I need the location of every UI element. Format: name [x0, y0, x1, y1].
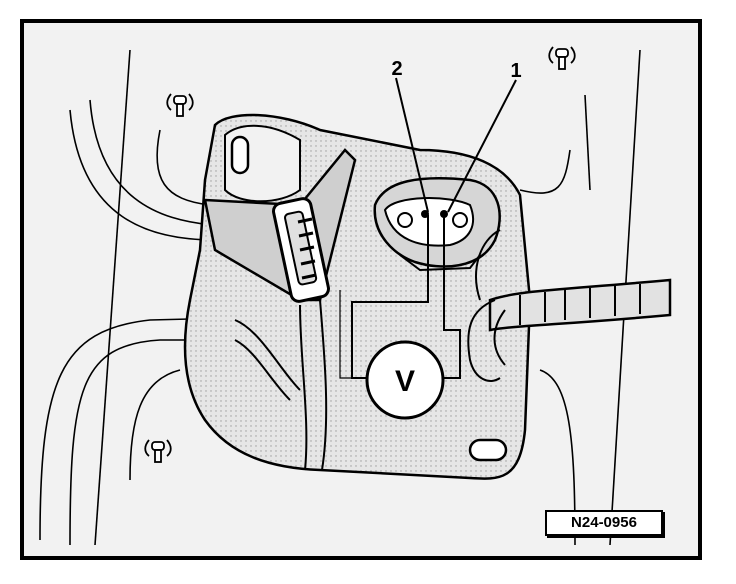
voltmeter-label: V: [395, 365, 415, 398]
screw-icon: [144, 46, 576, 463]
callout-2: 2: [391, 58, 402, 80]
body-panel-lines: [39, 49, 641, 546]
figure-reference-code: N24-0956: [545, 510, 663, 536]
connector-housing: [203, 148, 357, 303]
callout-1: 1: [510, 60, 521, 82]
wiring-harness-left: [234, 299, 328, 471]
sensor-assembly: [373, 177, 501, 272]
test-leads: [339, 215, 461, 379]
voltmeter-icon: V: [365, 340, 445, 420]
wiring-harness-right: [467, 229, 672, 382]
callout-leaders: [395, 77, 517, 213]
connector-icon: [272, 197, 330, 303]
